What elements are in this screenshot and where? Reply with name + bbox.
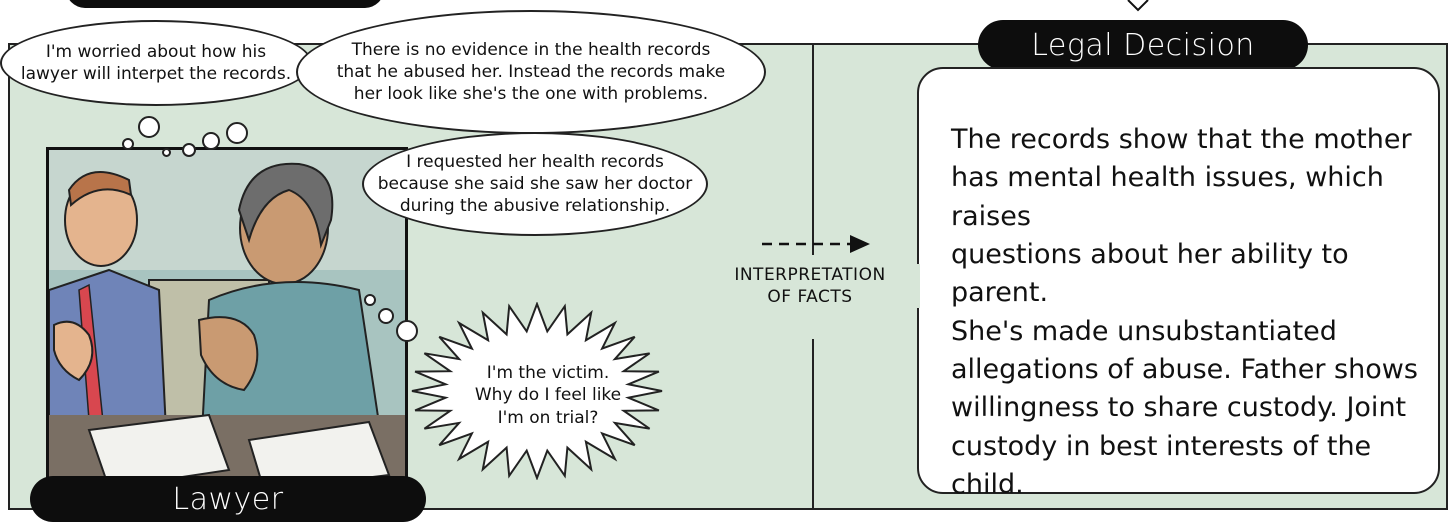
lawyer-header: Lawyer: [30, 476, 426, 522]
no-evidence-thought-text: There is no evidence in the health recor…: [336, 39, 726, 105]
lawyer-client-illustration: [46, 147, 408, 487]
interpretation-label: INTERPRETATION OF FACTS: [700, 264, 920, 309]
dashed-arrow-icon: [762, 235, 870, 253]
requested-records-text: I requested her health records because s…: [377, 151, 693, 217]
thought-dot: [122, 138, 134, 150]
legal-decision-text: The records show that the mother has men…: [917, 67, 1440, 500]
meeting-illustration: [49, 150, 405, 484]
victim-burst-text: I'm the victim. Why do I feel like I'm o…: [474, 363, 622, 428]
victim-burst-bubble: [411, 302, 663, 480]
worried-thought-bubble: I'm worried about how his lawyer will in…: [0, 20, 312, 106]
thought-dot: [162, 148, 171, 157]
thought-dot: [138, 116, 160, 138]
thought-dot: [202, 132, 220, 150]
thought-dot: [364, 294, 376, 306]
thought-dot: [378, 308, 394, 324]
top-pill-fragment: [66, 0, 384, 8]
top-arrow-fragment: [1127, 0, 1149, 12]
legal-decision-label: Legal Decision: [1031, 27, 1255, 63]
thought-dot: [182, 143, 196, 157]
requested-records-bubble: I requested her health records because s…: [362, 132, 708, 236]
thought-dot: [226, 122, 248, 144]
lawyer-label: Lawyer: [172, 481, 284, 517]
no-evidence-thought-bubble: There is no evidence in the health recor…: [296, 10, 766, 134]
worried-thought-text: I'm worried about how his lawyer will in…: [20, 41, 292, 84]
legal-decision-header: Legal Decision: [978, 20, 1308, 70]
thought-dot: [396, 320, 418, 342]
